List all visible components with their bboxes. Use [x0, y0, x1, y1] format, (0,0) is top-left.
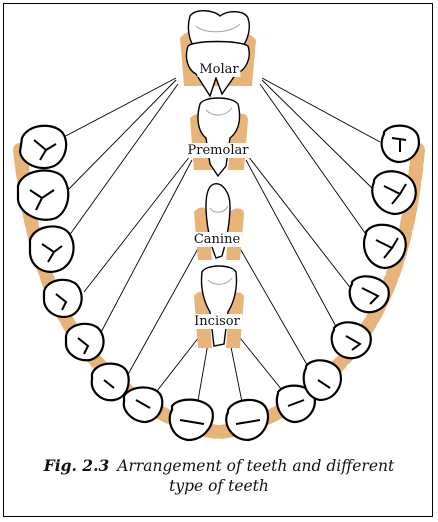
canine-illustration	[194, 183, 244, 260]
left-canine	[90, 362, 130, 402]
canine-label: Canine	[191, 232, 243, 247]
right-incisor-1	[225, 398, 270, 442]
tooth-fissures	[29, 137, 407, 425]
connector-lines	[57, 77, 381, 413]
premolar-label: Premolar	[185, 143, 251, 158]
incisor-label: Incisor	[192, 314, 242, 329]
right-canine	[302, 359, 342, 402]
right-molar-2	[371, 170, 417, 216]
right-premolar-1	[330, 321, 372, 360]
caption-text-1: Arrangement of teeth and different	[117, 457, 395, 475]
figure-caption: Fig. 2.3 Arrangement of teeth and differe…	[0, 456, 438, 496]
caption-line-1: Fig. 2.3 Arrangement of teeth and differe…	[0, 456, 438, 476]
figure-number: Fig. 2.3	[43, 456, 110, 475]
left-incisor-1	[168, 398, 214, 442]
left-molar-1	[28, 225, 75, 273]
caption-line-2: type of teeth	[169, 477, 269, 495]
right-premolar-2	[348, 275, 390, 314]
right-molar-1	[362, 223, 407, 270]
molar-label: Molar	[197, 62, 241, 77]
left-premolar-1	[64, 322, 105, 362]
molar-illustration	[180, 10, 256, 98]
incisor-illustration	[194, 265, 244, 348]
arch-teeth	[16, 124, 420, 442]
left-molar-2	[16, 169, 70, 221]
premolar-illustration	[190, 97, 248, 178]
